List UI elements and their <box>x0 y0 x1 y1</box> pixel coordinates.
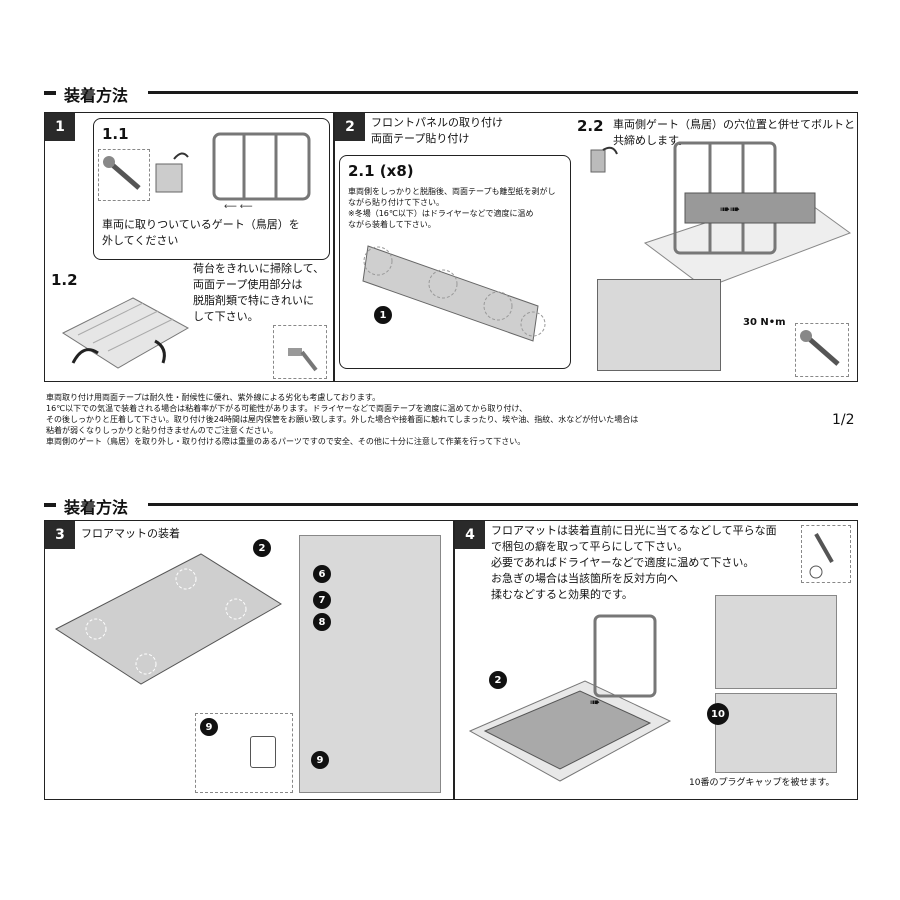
step4-text: フロアマットは装着直前に日光に当てるなどして平らな面 で梱包の癖を取って平らにし… <box>491 523 777 603</box>
step-number: 3 <box>45 521 75 549</box>
torque-wrench-icon <box>796 324 848 376</box>
title-stub <box>44 503 56 507</box>
step2-panel: 2 フロントパネルの取り付け 両面テープ貼り付け 2.1 (x8) 車両側をしっ… <box>334 112 858 382</box>
spray-icon <box>274 326 326 378</box>
callout-9: 9 <box>200 718 218 736</box>
floor-mat-illustration <box>51 549 291 689</box>
step4-caption: 10番のプラグキャップを被せます。 <box>689 775 835 788</box>
title-stub <box>44 91 56 95</box>
sub2-label: 2.2 <box>577 117 604 135</box>
cleaner-illustration-box <box>273 325 327 379</box>
step2-sub1-bubble: 2.1 (x8) 車両側をしっかりと脱脂後、両面テープも離型紙を剥がし ながら貼… <box>339 155 571 369</box>
bracket-illustration <box>585 138 625 178</box>
svg-text:➠: ➠ <box>590 695 600 709</box>
svg-text:➠➠: ➠➠ <box>720 202 740 216</box>
sub2-text: 荷台をきれいに掃除して、 両面テープ使用部分は 脱脂剤類で特にきれいに して下さ… <box>193 261 324 325</box>
callout-2: 2 <box>489 671 507 689</box>
step1-panel: 1 1.1 ⟵ ⟵ 車両に取りついているゲート（鳥居）を 外してください 1.2… <box>44 112 334 382</box>
page-number: 1/2 <box>832 412 855 428</box>
wrench-icon <box>99 150 149 200</box>
screwdriver-icon <box>802 526 850 582</box>
callout-6: 6 <box>313 565 331 583</box>
wrench-illustration-box <box>98 149 150 201</box>
plug-cap-photo <box>715 693 837 773</box>
front-panel-tape-illustration <box>348 236 563 356</box>
plug-part <box>250 736 276 768</box>
callout-9: 9 <box>311 751 329 769</box>
step4-panel: 4 フロアマットは装着直前に日光に当てるなどして平らな面 で梱包の癖を取って平ら… <box>454 520 858 800</box>
sub1-text: 車両側をしっかりと脱脂後、両面テープも離型紙を剥がし ながら貼り付けて下さい。 … <box>348 186 556 230</box>
press-plug-photo <box>715 595 837 689</box>
section-title: 装着方法 <box>64 494 128 518</box>
sub1-label: 1.1 <box>102 125 129 143</box>
truck-bed-mat-illustration: ➠ <box>465 611 675 791</box>
bolt-closeup-photo <box>597 279 721 371</box>
step3-panel: 3 フロアマットの装着 2 9 6 7 8 9 <box>44 520 454 800</box>
truck-bed-cleaning-illustration <box>53 273 193 373</box>
step3-header: フロアマットの装着 <box>81 526 180 542</box>
tool-box <box>801 525 851 583</box>
notes-text: 車両取り付け用両面テープは耐久性・耐候性に優れ、紫外線による劣化も考慮しておりま… <box>46 392 746 447</box>
step-number: 2 <box>335 113 365 141</box>
callout-2: 2 <box>253 539 271 557</box>
callout-8: 8 <box>313 613 331 631</box>
gate-removal-illustration: ⟵ ⟵ <box>154 129 324 214</box>
step-number: 1 <box>45 113 75 141</box>
torque-value: 30 N•m <box>743 317 786 328</box>
part-callout: 1 <box>374 306 392 324</box>
step2-header: フロントパネルの取り付け 両面テープ貼り付け <box>371 115 503 147</box>
gate-bolt-illustration: ➠➠ <box>625 133 855 293</box>
torque-wrench-box <box>795 323 849 377</box>
step-number: 4 <box>455 521 485 549</box>
svg-text:⟵ ⟵: ⟵ ⟵ <box>224 202 253 212</box>
callout-10: 10 <box>707 703 729 725</box>
title-rule <box>148 91 858 94</box>
section-title: 装着方法 <box>64 82 128 106</box>
callout-7: 7 <box>313 591 331 609</box>
sub1-text: 車両に取りついているゲート（鳥居）を 外してください <box>102 217 300 249</box>
sub1-label: 2.1 (x8) <box>348 162 414 180</box>
step1-sub1-bubble: 1.1 ⟵ ⟵ 車両に取りついているゲート（鳥居）を 外してください <box>93 118 330 260</box>
part9-detail-box: 9 <box>195 713 293 793</box>
title-rule <box>148 503 858 506</box>
